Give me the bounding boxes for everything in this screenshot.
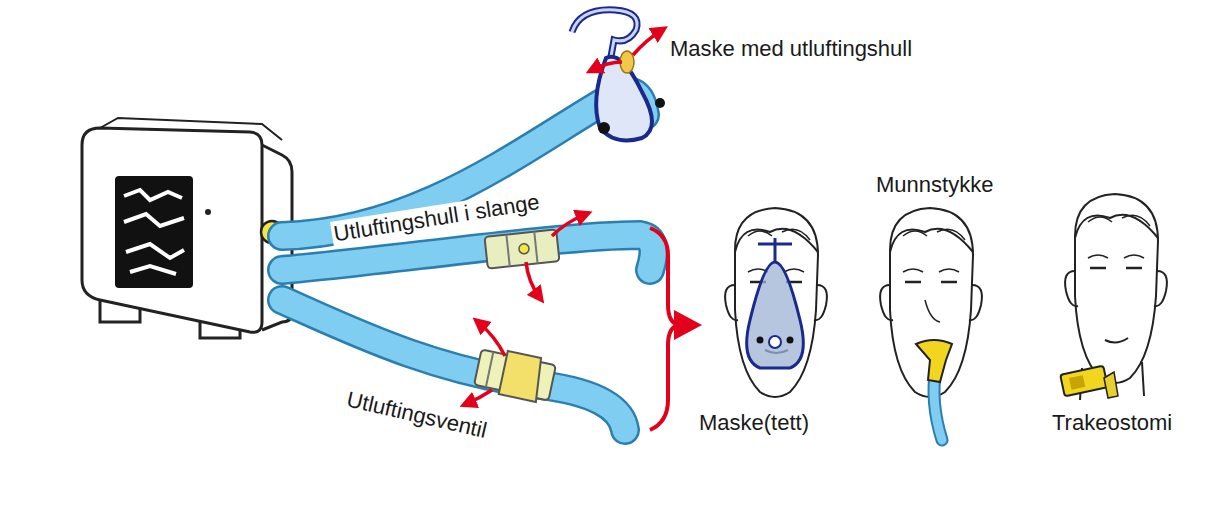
part-label: Munnstykke bbox=[874, 172, 995, 198]
leak-arrow bbox=[552, 214, 586, 236]
face-tracheostomy bbox=[1060, 194, 1167, 400]
vented-mask bbox=[572, 10, 665, 141]
tubes bbox=[282, 91, 653, 430]
device-screen bbox=[115, 176, 193, 288]
face-tight-mask bbox=[725, 208, 827, 397]
part-label: Maske(tett) bbox=[697, 410, 811, 436]
device-button bbox=[205, 209, 211, 215]
leak-arrow bbox=[478, 322, 505, 356]
part-label: Utluftingshull i slange bbox=[330, 189, 543, 248]
face-mouthpiece bbox=[880, 208, 982, 440]
screen-graphic bbox=[124, 190, 184, 274]
part-label: Maske med utluftingshull bbox=[668, 36, 914, 62]
leak-arrow bbox=[526, 262, 540, 298]
leak-arrow bbox=[633, 30, 662, 55]
bracket bbox=[650, 228, 702, 430]
device-front bbox=[82, 128, 262, 332]
ventilator-device bbox=[82, 118, 292, 338]
device-top bbox=[100, 118, 282, 140]
leak-arrow bbox=[466, 390, 492, 404]
vent-hole-connector bbox=[485, 229, 560, 268]
part-label: Utluftingsventil bbox=[342, 386, 491, 445]
leak-arrow bbox=[592, 62, 622, 70]
part-label: Trakeostomi bbox=[1050, 410, 1174, 436]
